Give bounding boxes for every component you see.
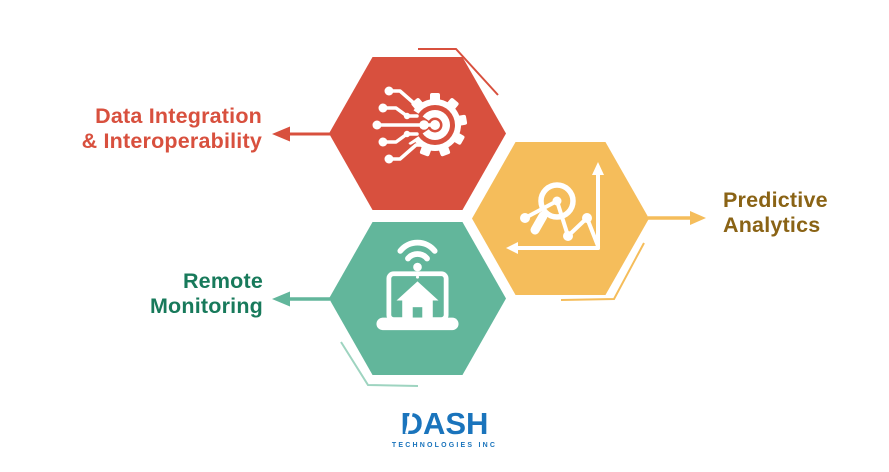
hexagon-remote-monitoring <box>329 222 506 375</box>
label-data-integration: Data Integration & Interoperability <box>81 104 262 153</box>
chart-magnifier-icon <box>506 162 604 254</box>
remote-monitoring-arrow <box>272 291 330 307</box>
logo-name: DASH <box>400 406 489 441</box>
hexagon-predictive-analytics <box>472 142 649 295</box>
teal-hexagon-accent-line <box>340 341 419 387</box>
logo-tagline: TECHNOLOGIES INC <box>391 442 498 449</box>
right-arrowhead-icon <box>690 211 706 225</box>
hexagon-data-integration <box>329 57 506 210</box>
wifi-outer-arc <box>397 239 438 254</box>
left-axis-arrowhead-icon <box>506 242 518 254</box>
up-axis-arrowhead-icon <box>592 162 604 175</box>
data-integration-arrow <box>272 126 330 142</box>
wifi-dot <box>413 262 422 272</box>
yellow-hexagon-accent-line <box>560 242 645 301</box>
laptop-base <box>376 317 459 331</box>
laptop-camera-dot <box>415 275 420 279</box>
laptop-home-wifi-icon <box>376 239 459 331</box>
left-arrowhead-icon <box>272 291 290 307</box>
red-hexagon-accent-line <box>418 48 499 96</box>
home-icon <box>396 281 439 318</box>
predictive-analytics-arrow <box>648 211 706 225</box>
wifi-inner-arc <box>405 251 430 262</box>
label-predictive-analytics: Predictive Analytics <box>723 188 828 237</box>
home-door <box>412 307 423 318</box>
left-arrowhead-icon <box>272 126 290 142</box>
label-remote-monitoring: Remote Monitoring <box>149 269 263 318</box>
dash-logo: DASH TECHNOLOGIES INC <box>0 406 889 449</box>
circuit-gear-icon <box>372 86 468 164</box>
